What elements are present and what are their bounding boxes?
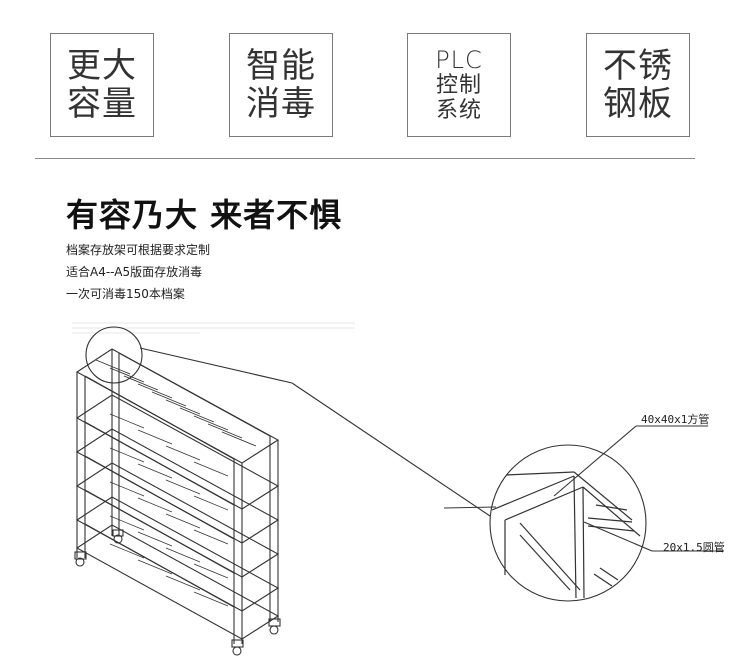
feature-box-capacity: 更大 容量 [50,33,154,137]
feature-text-line: 系统 [435,97,482,123]
detail-marker-circle [85,326,143,384]
feature-text-line: 容量 [67,84,137,124]
section-divider [35,158,695,159]
feature-text-line: 更大 [67,46,137,86]
zoom-detail-circle [489,444,647,602]
headline: 有容乃大 来者不惧 [66,196,343,234]
feature-box-plc: PLC 控制 系统 [407,33,511,137]
caster-wheels [74,529,281,656]
callout-round-tube: 20x1.5圆管 [663,541,725,554]
shelves [75,348,280,640]
description-line: 档案存放架可根据要求定制 [66,243,211,257]
description-line: 一次可消毒150本档案 [66,287,185,301]
description-line: 适合A4--A5版面存放消毒 [66,265,203,279]
feature-text-line: 钢板 [603,84,673,124]
feature-box-steel: 不锈 钢板 [586,33,690,137]
rack-technical-drawing [72,322,724,656]
feature-text-line: PLC [435,45,483,74]
callout-square-tube: 40x40x1方管 [641,413,710,426]
feature-text-line: 不锈 [603,46,673,86]
feature-text-line: 消毒 [246,84,316,124]
feature-box-disinfection: 智能 消毒 [229,33,333,137]
feature-text-line: 控制 [435,72,482,98]
feature-text-line: 智能 [246,46,316,86]
